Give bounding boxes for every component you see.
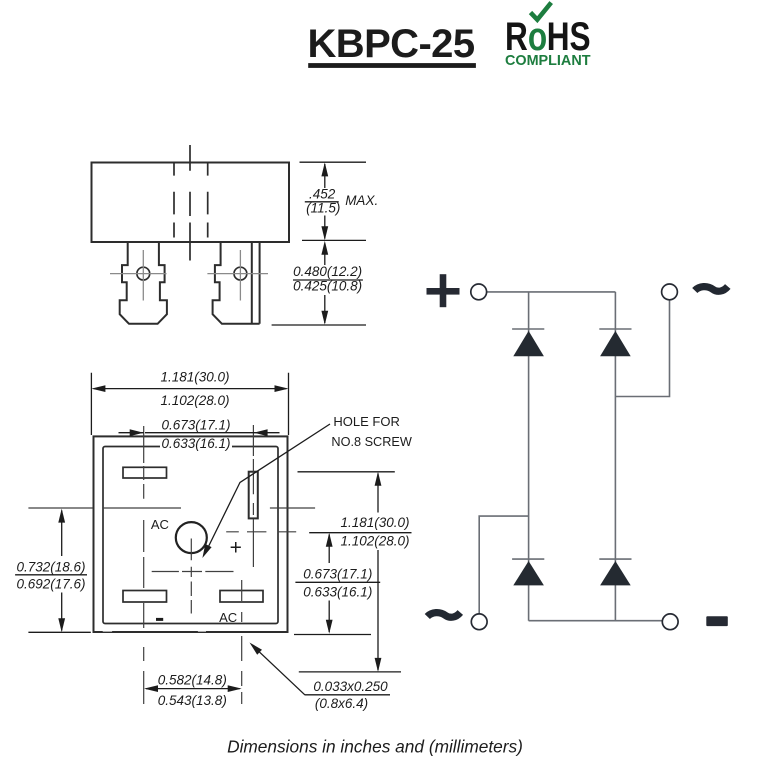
svg-text:0.480(12.2): 0.480(12.2) [293,264,362,279]
svg-text:0.543(13.8): 0.543(13.8) [158,693,227,708]
svg-text:0.692(17.6): 0.692(17.6) [16,576,85,591]
svg-text:1.102(28.0): 1.102(28.0) [340,534,409,549]
svg-text:+: + [230,536,242,559]
svg-text:R: R [505,13,528,58]
svg-text:0.673(17.1): 0.673(17.1) [161,418,230,433]
svg-text:0.582(14.8): 0.582(14.8) [158,673,227,688]
svg-text:MAX.: MAX. [345,193,378,208]
svg-text:(11.5): (11.5) [306,201,340,216]
svg-text:0.425(10.8): 0.425(10.8) [293,278,362,293]
svg-text:1.102(28.0): 1.102(28.0) [160,393,229,408]
svg-text:o: o [528,13,547,58]
svg-text:0.732(18.6): 0.732(18.6) [16,559,85,574]
svg-text:AC: AC [151,517,169,532]
svg-text:AC: AC [219,610,237,625]
svg-text:Dimensions in inches and (mill: Dimensions in inches and (millimeters) [227,737,523,757]
svg-text:0.633(16.1): 0.633(16.1) [303,585,372,600]
svg-text:1.181(30.0): 1.181(30.0) [160,369,229,384]
svg-text:.452: .452 [309,187,336,202]
svg-text:KBPC-25: KBPC-25 [308,22,475,66]
svg-text:HOLE FOR: HOLE FOR [333,414,399,429]
svg-text:0.633(16.1): 0.633(16.1) [161,436,230,451]
svg-text:COMPLIANT: COMPLIANT [505,52,591,69]
svg-text:NO.8 SCREW: NO.8 SCREW [331,434,412,449]
svg-text:0.673(17.1): 0.673(17.1) [303,566,372,581]
svg-text:(0.8x6.4): (0.8x6.4) [315,696,368,711]
svg-text:0.033x0.250: 0.033x0.250 [313,679,388,694]
svg-text:1.181(30.0): 1.181(30.0) [340,515,409,530]
svg-text:HS: HS [547,13,591,58]
